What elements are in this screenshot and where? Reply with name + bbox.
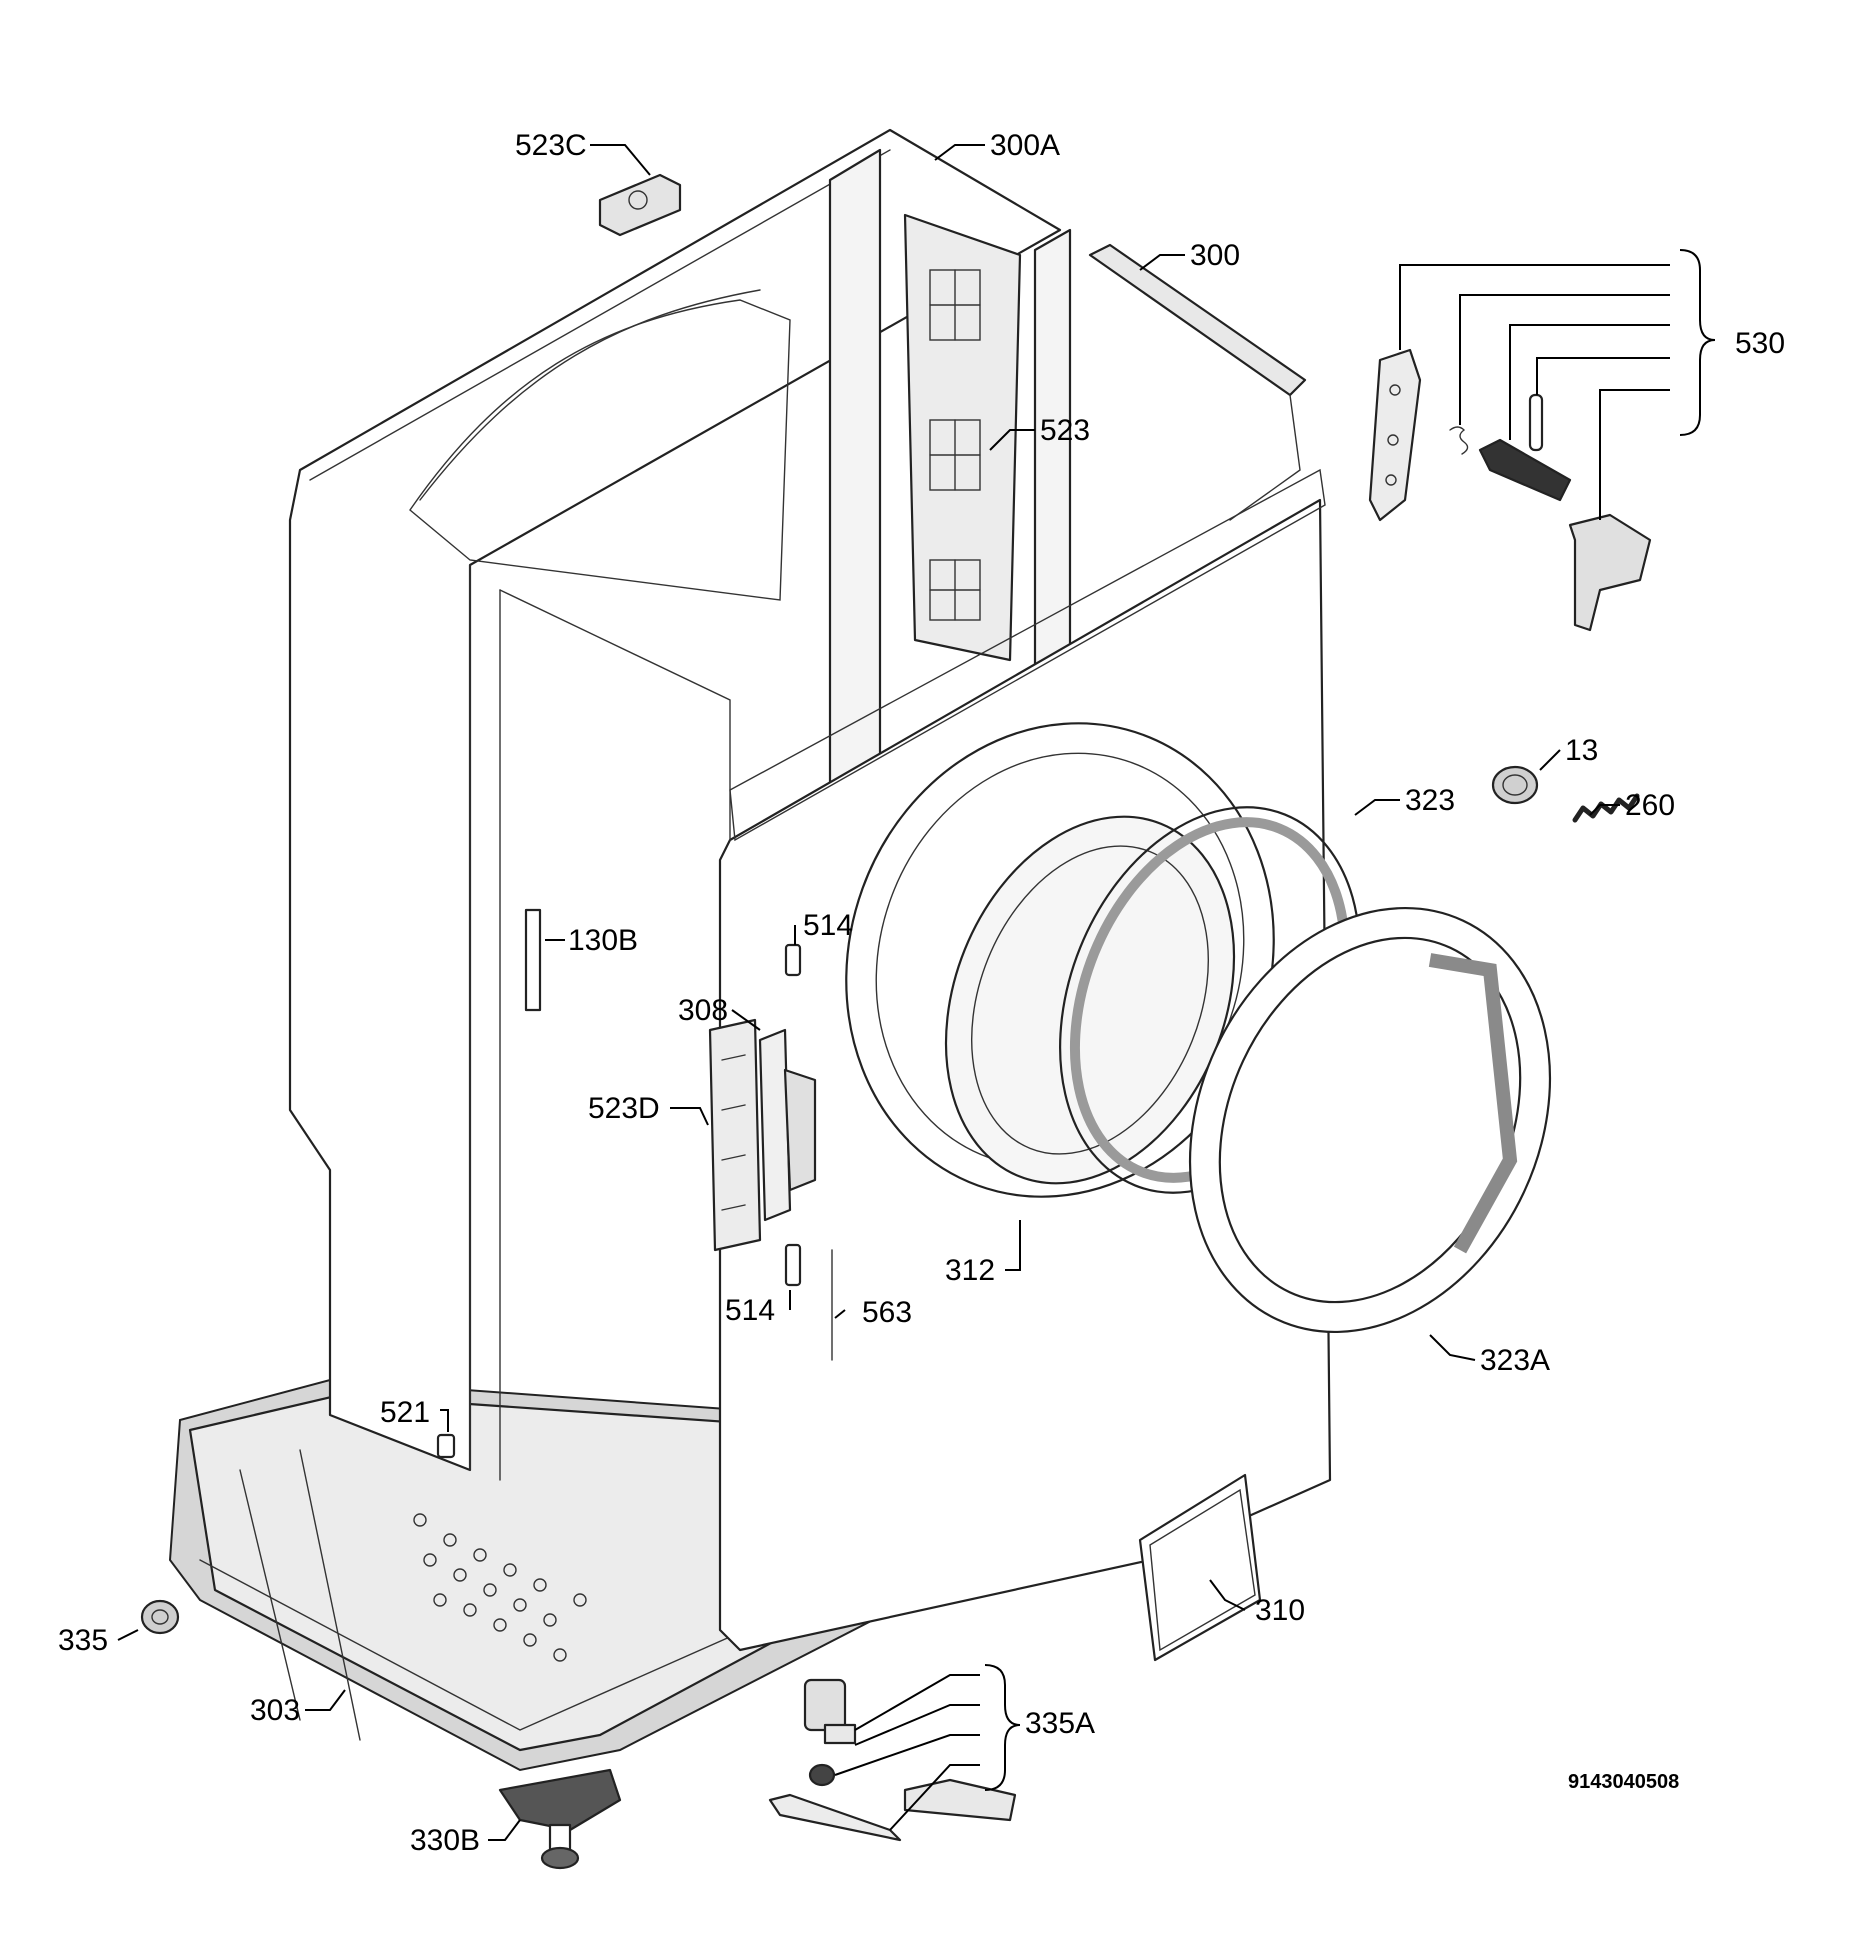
bush-13 [1491,765,1539,805]
label-303: 303 [250,1694,300,1727]
label-323A: 323A [1480,1344,1550,1377]
leader-lines [117,144,1620,1841]
label-330B: 330B [410,1824,480,1857]
foot-330B [498,1768,622,1870]
label-308: 308 [678,994,728,1027]
screws-514 [784,943,802,1287]
part-labels: 523C 300A 300 530 523 13 260 323 130B 51… [58,129,1785,1857]
label-335A: 335A [1025,1707,1095,1740]
base-ventilation-holes [413,1513,587,1662]
label-523: 523 [1040,414,1090,447]
flap-310 [1138,1473,1262,1662]
label-521: 521 [380,1396,430,1429]
door-ring-323A [1188,906,1552,1334]
kit-335A [768,1664,1021,1842]
clip-523C [598,173,682,237]
label-13: 13 [1565,734,1598,767]
label-514-top: 514 [803,909,853,942]
label-310: 310 [1255,1594,1305,1627]
door-lock-523D [708,1018,762,1252]
spring-260 [1572,793,1640,823]
label-335: 335 [58,1624,108,1657]
bracket-523 [903,213,1022,662]
hinge-308 [758,1028,817,1222]
label-523C: 523C [515,129,587,162]
drawing-code: 9143040508 [1568,1771,1679,1793]
label-260: 260 [1625,789,1675,822]
door-glass-312 [944,815,1236,1185]
screw-521 [436,1433,456,1459]
top-rail-300 [1088,243,1307,521]
label-300: 300 [1190,239,1240,272]
label-323: 323 [1405,784,1455,817]
nut-335 [140,1599,180,1635]
label-514-bottom: 514 [725,1294,775,1327]
hinge-kit-530 [1368,249,1716,632]
label-530: 530 [1735,327,1785,360]
label-130B: 130B [568,924,638,957]
label-563: 563 [862,1296,912,1329]
label-312: 312 [945,1254,995,1287]
label-523D: 523D [588,1092,660,1125]
label-300A: 300A [990,129,1060,162]
cabinet-300A [288,128,1072,1481]
